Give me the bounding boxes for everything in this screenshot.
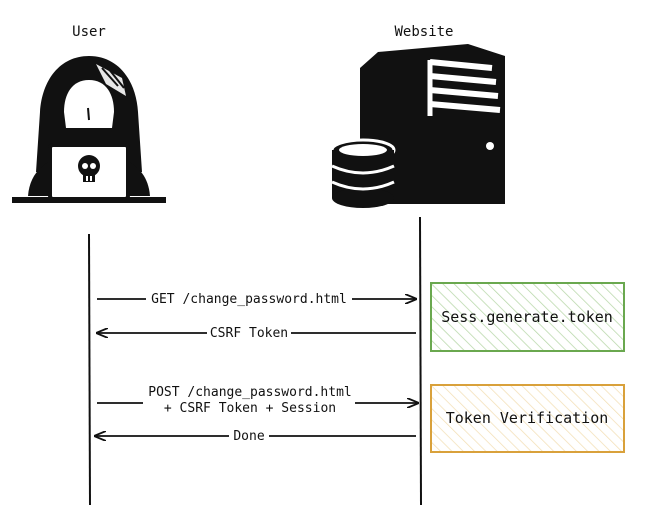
message-post-label-line2: + CSRF Token + Session (164, 401, 336, 416)
actor-user-label: User (72, 24, 106, 40)
server-database-icon (330, 44, 505, 208)
token-generation-label: Sess.generate.token (441, 308, 613, 326)
token-verification-box: Token Verification (430, 384, 625, 453)
lifeline-website (419, 216, 422, 506)
lifeline-user (88, 233, 91, 506)
message-done-label: Done (233, 429, 264, 444)
token-verification-label: Token Verification (446, 409, 609, 427)
hacker-icon (12, 56, 166, 203)
message-get-label: GET /change_password.html (151, 292, 347, 307)
token-generation-box: Sess.generate.token (430, 282, 625, 352)
message-csrf-token-label: CSRF Token (210, 326, 288, 341)
message-post-label-line1: POST /change_password.html (148, 385, 352, 400)
actor-website-label: Website (394, 24, 453, 40)
